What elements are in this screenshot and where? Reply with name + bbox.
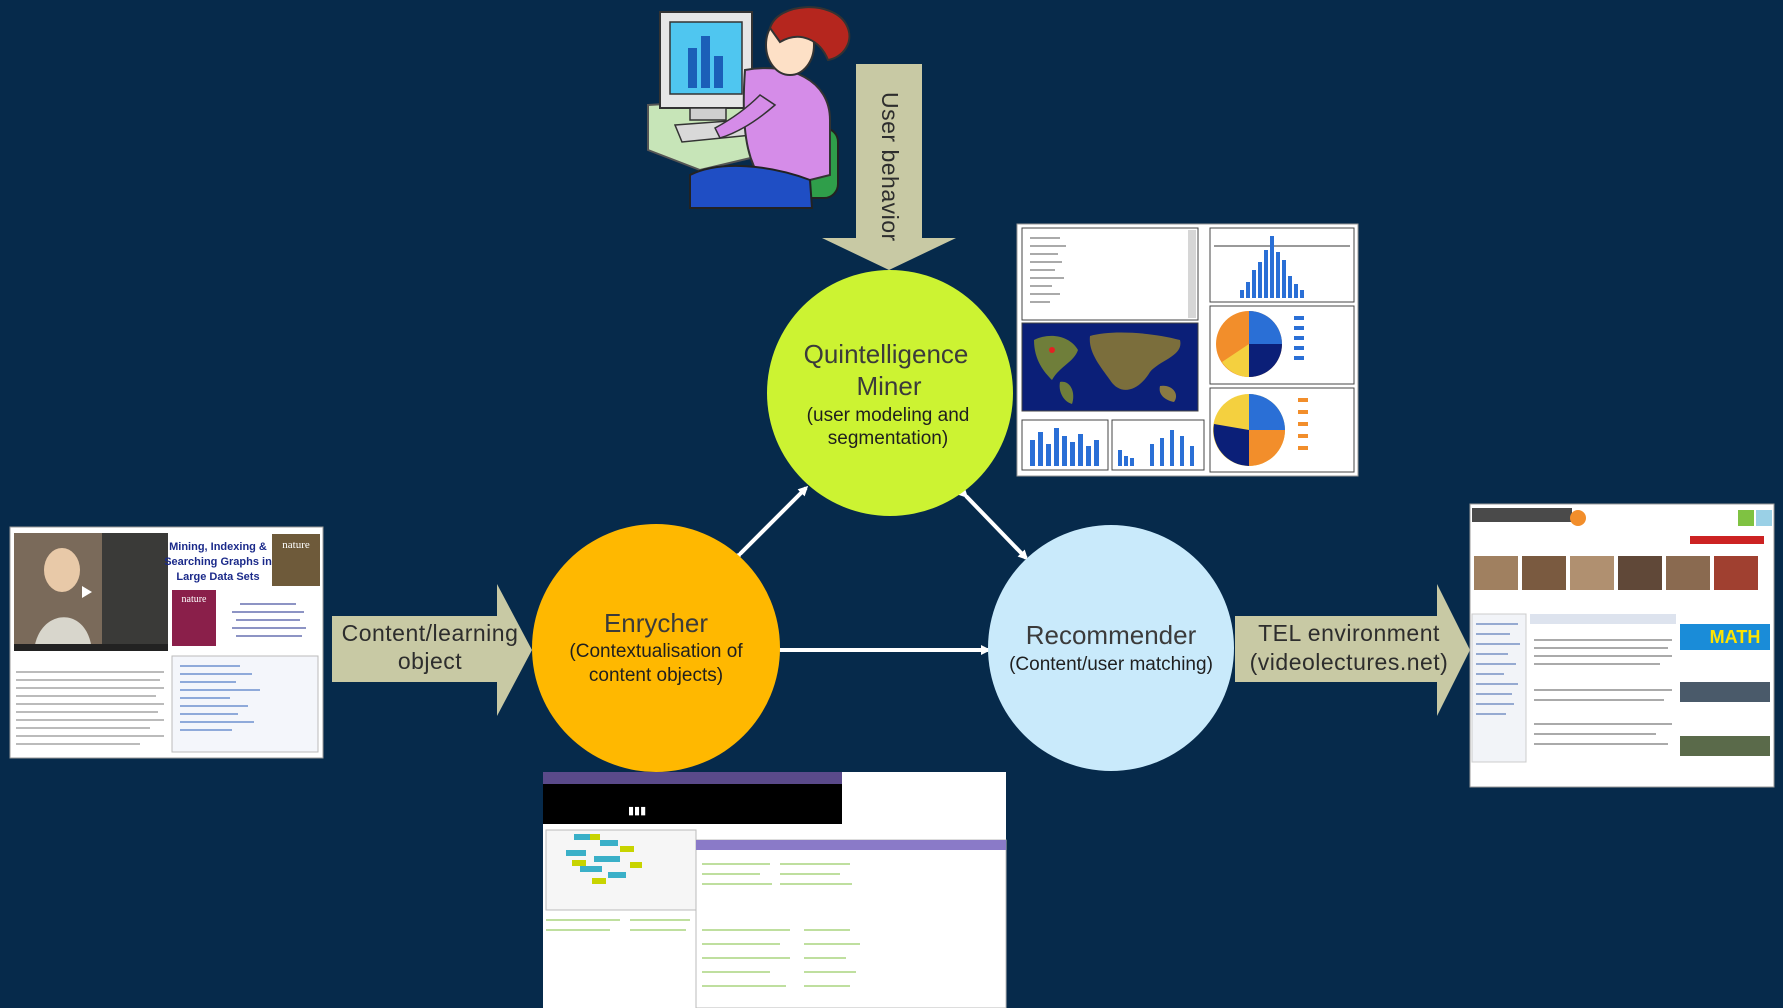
enrycher-title: Enrycher [604,608,708,638]
recommender-node: Recommender (Content/user matching) [988,525,1234,771]
miner-analytics-screenshot [1016,223,1359,477]
math-badge: MATH [1710,627,1761,647]
tel-label-line1: TEL environment [1258,620,1440,646]
content-object-arrow: Content/learning object [332,584,532,716]
videolectures-screenshot: MATH [1469,503,1775,788]
miner-title-line1: Quintelligence [804,339,969,369]
recommender-sub: (Content/user matching) [1009,654,1213,675]
content-object-label-line2: object [398,648,462,674]
nature-badge-2: nature [182,594,208,605]
user-behavior-arrow: User behavior [822,64,956,270]
user-at-computer-illustration [647,6,851,209]
enrycher-sub-line1: (Contextualisation of [569,641,743,662]
enrycher-node: Enrycher (Contextualisation of content o… [532,524,780,772]
miner-title-line2: Miner [856,371,921,401]
enrycher-screenshot: ▮▮▮ [543,772,1007,1008]
miner-sub-line1: (user modeling and [807,405,970,426]
lecture-title-line3: Large Data Sets [176,571,259,583]
content-object-label-line1: Content/learning [342,620,519,646]
lecture-title-line2: Searching Graphs in [164,556,272,568]
connectors [731,485,1029,655]
tel-label-line2: (videolectures.net) [1250,649,1449,675]
nature-badge-1: nature [282,539,310,551]
tel-environment-arrow: TEL environment (videolectures.net) [1235,584,1470,716]
miner-node: Quintelligence Miner (user modeling and … [767,270,1013,516]
lecture-page-screenshot: Mining, Indexing & Searching Graphs in L… [9,526,324,759]
connector-miner-recommender [957,487,1029,561]
enrycher-sub-line2: content objects) [589,665,723,686]
miner-sub-line2: segmentation) [828,428,948,449]
recommender-title: Recommender [1026,620,1197,650]
connector-enrycher-miner [731,485,809,563]
user-behavior-label: User behavior [877,92,903,242]
enrycher-logo-mark: ▮▮▮ [628,805,646,817]
lecture-title-line1: Mining, Indexing & [169,541,267,553]
